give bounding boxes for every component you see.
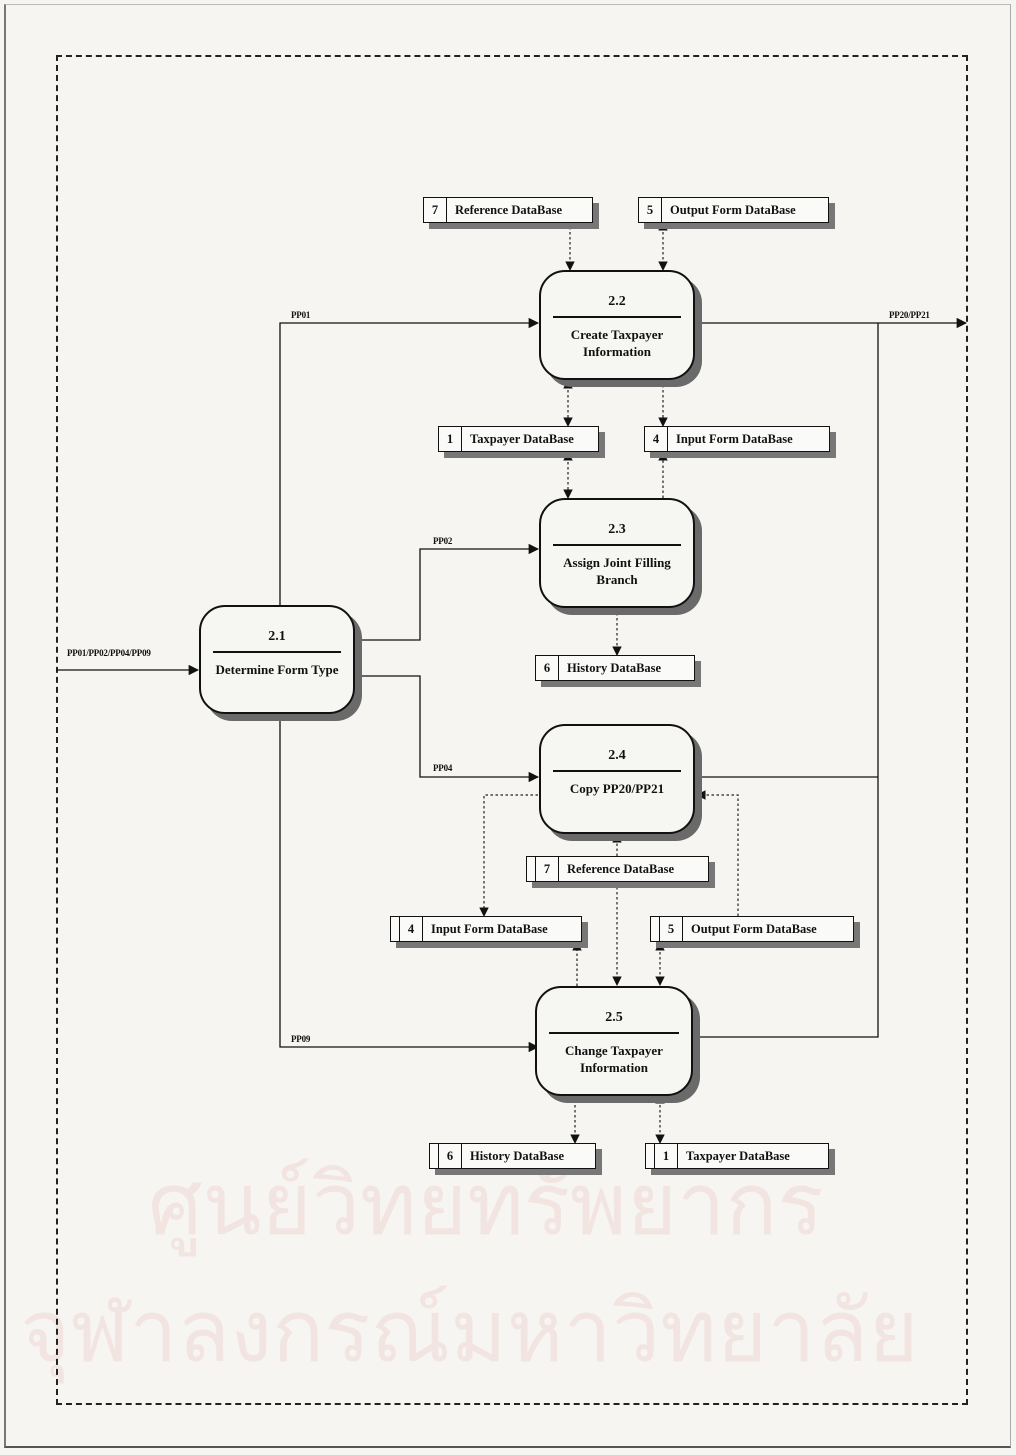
- store-number: 5: [660, 917, 683, 941]
- store-name: Reference DataBase: [455, 202, 563, 217]
- data-store-history-mid: 6 History DataBase: [535, 655, 695, 681]
- store-name: Output Form DataBase: [691, 921, 817, 936]
- store-number: 4: [645, 427, 668, 451]
- process-id: 2.5: [605, 1010, 623, 1025]
- store-name: Output Form DataBase: [670, 202, 796, 217]
- process-name: Determine Form Type: [215, 662, 339, 677]
- store-open-end: [646, 1144, 655, 1168]
- process-2-5: 2.5 Change Taxpayer Information: [535, 986, 693, 1096]
- store-number: 1: [439, 427, 462, 451]
- process-id: 2.1: [268, 629, 286, 644]
- page-frame: [4, 4, 1011, 1448]
- flow-label-input: PP01/PP02/PP04/PP09: [67, 648, 151, 658]
- process-name: Change Taxpayer Information: [565, 1043, 663, 1075]
- watermark-line-1: ศูนย์วิทยทรัพยากร: [148, 1155, 824, 1255]
- flow-label-pp04: PP04: [433, 763, 453, 773]
- flow-label-pp09: PP09: [291, 1034, 311, 1044]
- process-divider: [553, 316, 681, 318]
- store-name: Taxpayer DataBase: [470, 431, 574, 446]
- data-store-history-bot: 6 History DataBase: [429, 1143, 596, 1169]
- watermark-line-2: จุฬาลงกรณ์มหาวิทยาลัย: [20, 1282, 919, 1382]
- flow-label-pp01: PP01: [291, 310, 311, 320]
- data-store-output-top: 5 Output Form DataBase: [638, 197, 829, 223]
- process-id: 2.2: [608, 294, 626, 309]
- store-open-end: [527, 857, 536, 881]
- process-divider: [553, 770, 681, 772]
- context-boundary: [56, 55, 968, 1405]
- flow-pp04-line: [355, 675, 540, 783]
- process-2-1: 2.1 Determine Form Type: [199, 605, 355, 714]
- store-number: 6: [536, 656, 559, 680]
- process-2-4: 2.4 Copy PP20/PP21: [539, 724, 695, 834]
- process-id: 2.4: [608, 748, 626, 763]
- process-2-2: 2.2 Create Taxpayer Information: [539, 270, 695, 380]
- store-name: Taxpayer DataBase: [686, 1148, 790, 1163]
- process-id: 2.3: [608, 522, 626, 537]
- store-number: 7: [536, 857, 559, 881]
- process-divider: [553, 544, 681, 546]
- data-store-taxpayer-bot: 1 Taxpayer DataBase: [645, 1143, 829, 1169]
- data-store-reference-top: 7 Reference DataBase: [423, 197, 593, 223]
- store-number: 4: [400, 917, 423, 941]
- process-name: Assign Joint Filling Branch: [563, 555, 671, 587]
- process-divider: [549, 1032, 679, 1034]
- store-name: Input Form DataBase: [676, 431, 793, 446]
- data-store-taxpayer-mid: 1 Taxpayer DataBase: [438, 426, 599, 452]
- store-name: Input Form DataBase: [431, 921, 548, 936]
- store-open-end: [651, 917, 660, 941]
- data-store-reference-low: 7 Reference DataBase: [526, 856, 709, 882]
- flow-output-merge-25: [695, 323, 879, 1038]
- store-number: 5: [639, 198, 662, 222]
- data-store-input-low: 4 Input Form DataBase: [390, 916, 582, 942]
- flow-pp02-line: [355, 543, 540, 641]
- process-divider: [213, 651, 341, 653]
- data-store-input-mid: 4 Input Form DataBase: [644, 426, 830, 452]
- store-number: 6: [439, 1144, 462, 1168]
- store-name: History DataBase: [567, 660, 662, 675]
- store-number: 7: [424, 198, 447, 222]
- store-name: History DataBase: [470, 1148, 565, 1163]
- data-store-output-low: 5 Output Form DataBase: [650, 916, 854, 942]
- process-name: Copy PP20/PP21: [569, 781, 665, 796]
- store-number: 1: [655, 1144, 678, 1168]
- flow-label-pp02: PP02: [433, 536, 453, 546]
- flow-label-output: PP20/PP21: [889, 310, 930, 320]
- store-open-end: [391, 917, 400, 941]
- flow-pp01-line: [279, 317, 540, 605]
- store-name: Reference DataBase: [567, 861, 675, 876]
- flow-pp09-line: [279, 714, 540, 1053]
- store-open-end: [430, 1144, 439, 1168]
- process-name: Create Taxpayer Information: [570, 327, 664, 359]
- process-2-3: 2.3 Assign Joint Filling Branch: [539, 498, 695, 608]
